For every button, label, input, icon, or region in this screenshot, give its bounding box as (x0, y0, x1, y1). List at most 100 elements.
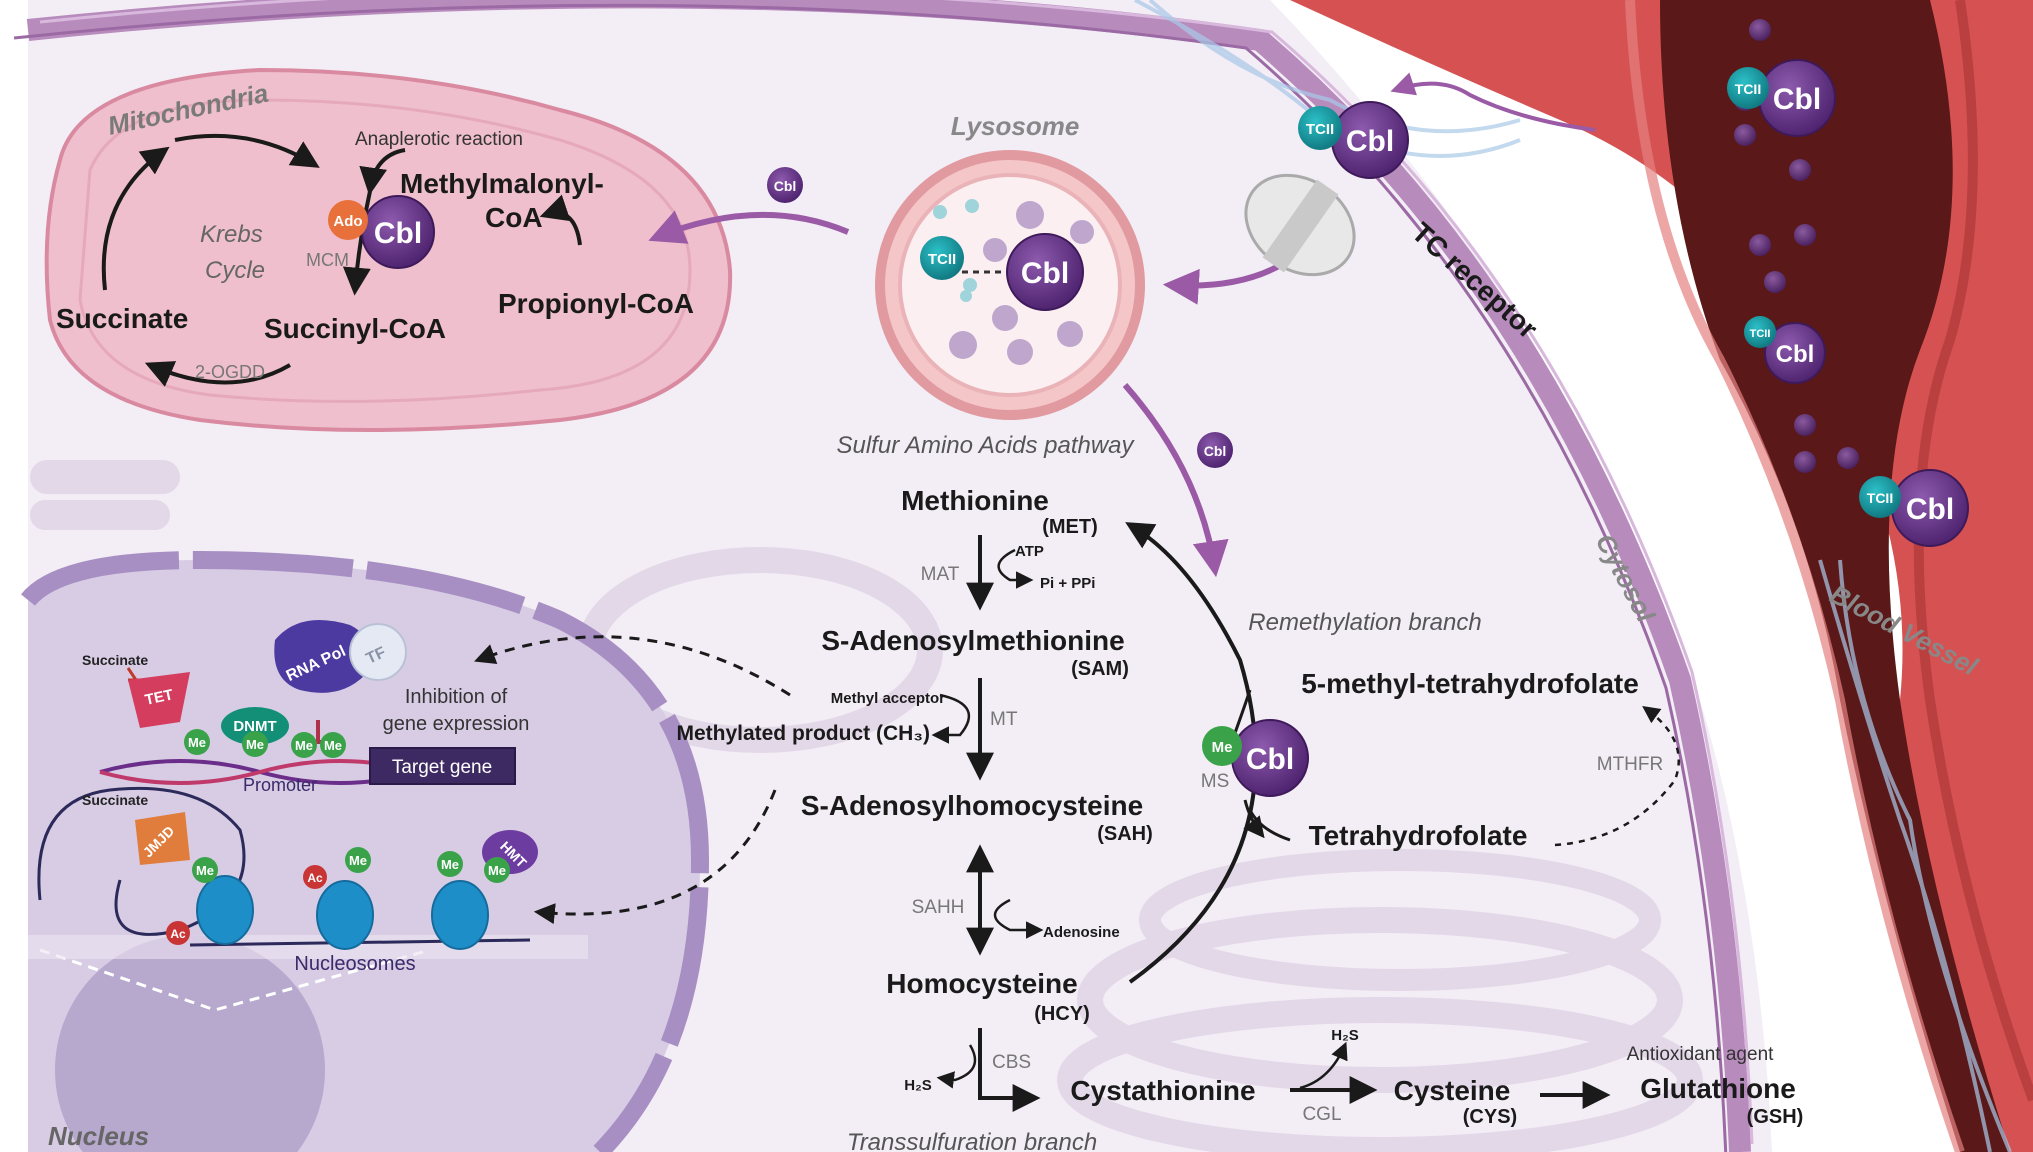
histone-marks: Me Ac Ac Me Me Me (166, 847, 510, 945)
tcii-cbl-complex-icon: Cbl TCII (920, 233, 1084, 311)
mt-enzyme-label: MT (990, 709, 1018, 730)
svg-text:Cbl: Cbl (1906, 493, 1954, 526)
tc-receptor (1244, 173, 1356, 277)
svg-text:TCII: TCII (1306, 121, 1334, 138)
propionyl-coa-label: Propionyl-CoA (498, 288, 694, 319)
dnmt-enzyme-icon: DNMT (221, 707, 289, 745)
free-cbl-icon: Cbl (1197, 432, 1233, 468)
target-gene-label: Target gene (392, 757, 492, 778)
h2s-label: H₂S (904, 1077, 932, 1094)
svg-text:Cbl: Cbl (1776, 341, 1815, 368)
svg-text:Me: Me (246, 737, 264, 752)
inhibition-label-line2: gene expression (383, 713, 530, 735)
svg-text:Cbl: Cbl (1204, 443, 1227, 459)
free-cbl-icon: Cbl (767, 167, 803, 203)
homocysteine-label: Homocysteine (886, 968, 1077, 999)
nucleus-label: Nucleus (48, 1121, 149, 1151)
svg-text:TCII: TCII (1735, 81, 1761, 97)
svg-text:Cbl: Cbl (1346, 125, 1394, 158)
target-gene-box (369, 747, 516, 785)
rna-polymerase-icon: RNA Pol (274, 620, 370, 693)
succinate-label-nucleus-2: Succinate (82, 792, 148, 808)
svg-text:DNMT: DNMT (233, 718, 276, 735)
antioxidant-label: Antioxidant agent (1627, 1044, 1775, 1065)
promoter-label: Promoter (243, 775, 317, 795)
glutathione-label: Glutathione (1640, 1073, 1796, 1104)
cysteine-label: Cysteine (1394, 1075, 1511, 1106)
anaplerotic-reaction-label: Anaplerotic reaction (355, 129, 523, 150)
inhibition-label-line1: Inhibition of (405, 686, 508, 708)
methylcobalamin-icon: Cbl Me (1202, 719, 1309, 797)
2-ogdd-enzyme-label: 2-OGDD (195, 362, 265, 382)
remethylation-label: Remethylation branch (1248, 609, 1481, 636)
lysosome-label: Lysosome (951, 111, 1080, 141)
svg-text:Cbl: Cbl (1021, 257, 1069, 290)
pi-ppi-label: Pi + PPi (1040, 575, 1095, 592)
remethylation-arc (1125, 522, 1258, 984)
blood-tcii-cbl-icon: Cbl TCII (1744, 316, 1826, 384)
svg-text:Me: Me (488, 863, 506, 878)
hcy-abbrev: (HCY) (1034, 1003, 1090, 1025)
methylated-product-label: Methylated product (CH₃) (676, 722, 930, 745)
transcription-factor-icon: TF (349, 623, 407, 681)
methylmalonyl-coa-label-line1: Methylmalonyl- (400, 168, 604, 199)
svg-text:Me: Me (196, 863, 214, 878)
blood-vessel-lumen (1660, 0, 2010, 1152)
nucleosome-icon (196, 875, 489, 950)
svg-text:TCII: TCII (1750, 328, 1771, 340)
methyl-acceptor-label: Methyl acceptor (831, 690, 945, 707)
krebs-cycle-label-line2: Cycle (205, 257, 265, 284)
methionine-label: Methionine (901, 485, 1049, 516)
svg-text:Me: Me (1212, 739, 1233, 756)
sah-label: S-Adenosylhomocysteine (801, 790, 1143, 821)
mthfr-enzyme-label: MTHFR (1597, 754, 1663, 775)
methyl-marks-dna: Me Me Me Me (184, 729, 346, 758)
svg-text:Me: Me (349, 853, 367, 868)
adenosylcobalamin-icon: Cbl Ado (328, 195, 435, 269)
pathway-side-arrows (931, 548, 1348, 1090)
svg-text:Me: Me (295, 738, 313, 753)
svg-text:TCII: TCII (928, 251, 956, 268)
cbs-enzyme-label: CBS (992, 1052, 1031, 1073)
tet-enzyme-icon: TET (128, 672, 190, 728)
svg-text:Cbl: Cbl (774, 178, 797, 194)
svg-text:TF: TF (364, 644, 389, 668)
receptor-bound-tcii-cbl-icon: Cbl TCII (1298, 101, 1409, 179)
jmjd-enzyme-icon: JMJD (135, 812, 190, 865)
svg-text:Me: Me (441, 857, 459, 872)
blood-tcii-cbl-icon: Cbl TCII (1859, 469, 1969, 547)
svg-text:TCII: TCII (1867, 490, 1893, 506)
methylation-effect-arrows (474, 635, 791, 925)
svg-text:Cbl: Cbl (1246, 743, 1294, 776)
cys-abbrev: (CYS) (1463, 1106, 1517, 1128)
sam-abbrev: (SAM) (1071, 658, 1129, 680)
cgl-enzyme-label: CGL (1302, 1104, 1341, 1125)
gsh-abbrev: (GSH) (1747, 1106, 1804, 1128)
mthfr-arrow (1554, 705, 1680, 847)
met-abbrev: (MET) (1042, 516, 1098, 538)
svg-text:TET: TET (143, 686, 174, 709)
atp-label: ATP (1015, 543, 1044, 560)
tetrahydrofolate-label: Tetrahydrofolate (1309, 820, 1528, 851)
pathway-main-arrows (966, 535, 1611, 1112)
svg-text:Ac: Ac (170, 927, 186, 941)
sahh-enzyme-label: SAHH (912, 897, 965, 918)
sah-abbrev: (SAH) (1097, 823, 1153, 845)
svg-text:Cbl: Cbl (374, 217, 422, 250)
cystathionine-label: Cystathionine (1070, 1075, 1255, 1106)
krebs-cycle-label-line1: Krebs (200, 221, 263, 248)
5-mthf-label: 5-methyl-tetrahydrofolate (1301, 668, 1639, 699)
svg-text:Ado: Ado (333, 213, 362, 230)
svg-text:Cbl: Cbl (1773, 83, 1821, 116)
blood-cbl-particles (1734, 19, 1859, 473)
succinate-label-nucleus: Succinate (82, 652, 148, 668)
methylmalonyl-coa-label-line2: CoA (485, 202, 543, 233)
nucleosomes-label: Nucleosomes (294, 953, 415, 975)
mcm-enzyme-label: MCM (306, 250, 349, 270)
svg-text:Ac: Ac (307, 871, 323, 885)
ms-enzyme-label: MS (1201, 771, 1230, 792)
succinate-label: Succinate (56, 303, 188, 334)
svg-text:Me: Me (188, 735, 206, 750)
adenosine-label: Adenosine (1043, 924, 1120, 941)
